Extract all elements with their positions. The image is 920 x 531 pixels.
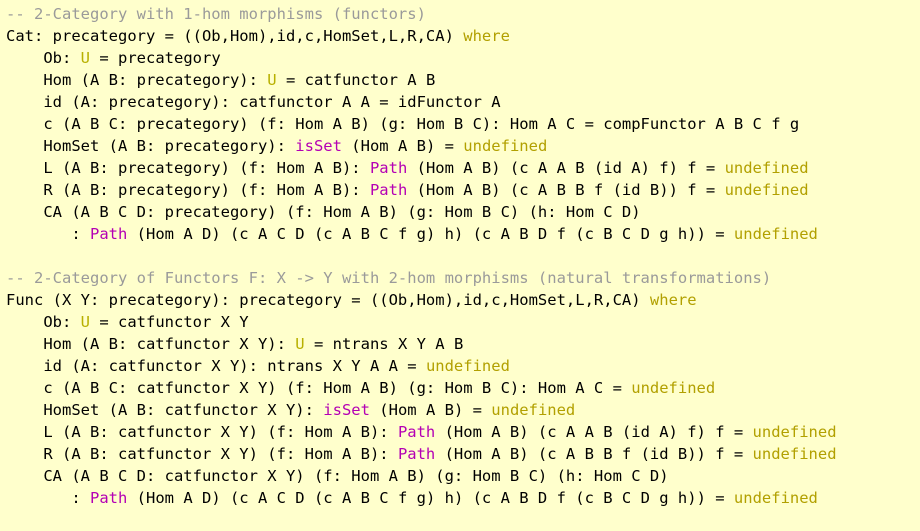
undefined-token: undefined [491,401,576,419]
code-token: : [6,225,90,243]
undefined-token: undefined [752,445,837,463]
code-line[interactable]: : Path (Hom A D) (c A C D (c A B C f g) … [6,223,920,245]
undefined-token: undefined [733,489,818,507]
code-token: (Hom A B) (c A B B f (id B)) f = [407,181,725,199]
code-line[interactable]: Hom (A B: precategory): U = catfunctor A… [6,69,920,91]
code-token: = catfunctor X Y [90,313,249,331]
code-line[interactable]: R (A B: catfunctor X Y) (f: Hom A B): Pa… [6,443,920,465]
code-token: Hom (A B: precategory): [6,71,268,89]
code-token: L (A B: precategory) (f: Hom A B): [6,159,370,177]
undefined-token: undefined [733,225,818,243]
code-token: c (A B C: catfunctor X Y) (f: Hom A B) (… [6,379,632,397]
undefined-token: undefined [724,159,809,177]
path-token: isSet [323,401,370,419]
code-token: (Hom A B) (c A B B f (id B)) f = [435,445,753,463]
path-token: isSet [295,137,342,155]
code-token: Hom (A B: catfunctor X Y): [6,335,296,353]
code-line[interactable]: Ob: U = precategory [6,47,920,69]
undefined-token: undefined [752,423,837,441]
code-token: (Hom A B) (c A A B (id A) f) f = [435,423,753,441]
path-token: Path [90,489,128,507]
undefined-token: undefined [425,357,510,375]
code-line[interactable]: c (A B C: catfunctor X Y) (f: Hom A B) (… [6,377,920,399]
code-line[interactable]: id (A: catfunctor X Y): ntrans X Y A A =… [6,355,920,377]
code-line[interactable]: HomSet (A B: catfunctor X Y): isSet (Hom… [6,399,920,421]
code-token: c (A B C: precategory) (f: Hom A B) (g: … [6,115,800,133]
code-line[interactable]: : Path (Hom A D) (c A C D (c A B C f g) … [6,487,920,509]
undefined-token: undefined [463,137,548,155]
code-token: = catfunctor A B [276,71,436,89]
code-line[interactable]: L (A B: catfunctor X Y) (f: Hom A B): Pa… [6,421,920,443]
path-token: Path [397,445,436,463]
code-token: HomSet (A B: catfunctor X Y): [6,401,324,419]
code-token: HomSet (A B: precategory): [6,137,296,155]
code-line[interactable]: CA (A B C D: precategory) (f: Hom A B) (… [6,201,920,223]
undefined-token: undefined [631,379,716,397]
code-token: Func (X Y: precategory): precategory = (… [6,291,650,309]
code-line[interactable]: L (A B: precategory) (f: Hom A B): Path … [6,157,920,179]
keyword-token: where [649,291,697,309]
code-line[interactable]: HomSet (A B: precategory): isSet (Hom A … [6,135,920,157]
universe-token: U [80,313,90,331]
code-token: (Hom A B) (c A A B (id A) f) f = [407,159,725,177]
code-line[interactable]: Cat: precategory = ((Ob,Hom),id,c,HomSet… [6,25,920,47]
code-token: Ob: [6,313,81,331]
code-token: Ob: [6,49,81,67]
code-token: id (A: precategory): catfunctor A A = id… [6,93,501,111]
code-token: R (A B: precategory) (f: Hom A B): [6,181,370,199]
code-token: id (A: catfunctor X Y): ntrans X Y A A = [6,357,426,375]
code-token: (Hom A B) = [369,401,492,419]
code-token: (Hom A B) = [341,137,464,155]
code-token: Cat: precategory = ((Ob,Hom),id,c,HomSet… [6,27,464,45]
path-token: Path [369,159,408,177]
universe-token: U [295,335,305,353]
path-token: Path [90,225,128,243]
code-line[interactable]: -- 2-Category with 1-hom morphisms (func… [6,3,920,25]
universe-token: U [267,71,277,89]
comment-token: -- 2-Category of Functors F: X -> Y with… [6,269,772,287]
code-line[interactable] [6,245,920,267]
code-token: (Hom A D) (c A C D (c A B C f g) h) (c A… [127,489,734,507]
code-token: (Hom A D) (c A C D (c A B C f g) h) (c A… [127,225,734,243]
code-line[interactable]: Func (X Y: precategory): precategory = (… [6,289,920,311]
universe-token: U [80,49,90,67]
code-token: R (A B: catfunctor X Y) (f: Hom A B): [6,445,398,463]
code-token: = ntrans X Y A B [304,335,464,353]
code-token: CA (A B C D: catfunctor X Y) (f: Hom A B… [6,467,669,485]
code-lines: -- 2-Category with 1-hom morphisms (func… [6,3,920,509]
code-token: : [6,489,90,507]
code-token: CA (A B C D: precategory) (f: Hom A B) (… [6,203,641,221]
code-line[interactable]: R (A B: precategory) (f: Hom A B): Path … [6,179,920,201]
undefined-token: undefined [724,181,809,199]
path-token: Path [397,423,436,441]
code-line[interactable]: Hom (A B: catfunctor X Y): U = ntrans X … [6,333,920,355]
code-line[interactable]: c (A B C: precategory) (f: Hom A B) (g: … [6,113,920,135]
path-token: Path [369,181,408,199]
code-line[interactable]: CA (A B C D: catfunctor X Y) (f: Hom A B… [6,465,920,487]
code-line[interactable]: Ob: U = catfunctor X Y [6,311,920,333]
keyword-token: where [463,27,510,45]
comment-token: -- 2-Category with 1-hom morphisms (func… [6,5,426,23]
code-token: = precategory [90,49,221,67]
code-line[interactable]: -- 2-Category of Functors F: X -> Y with… [6,267,920,289]
code-line[interactable]: id (A: precategory): catfunctor A A = id… [6,91,920,113]
code-token: L (A B: catfunctor X Y) (f: Hom A B): [6,423,398,441]
